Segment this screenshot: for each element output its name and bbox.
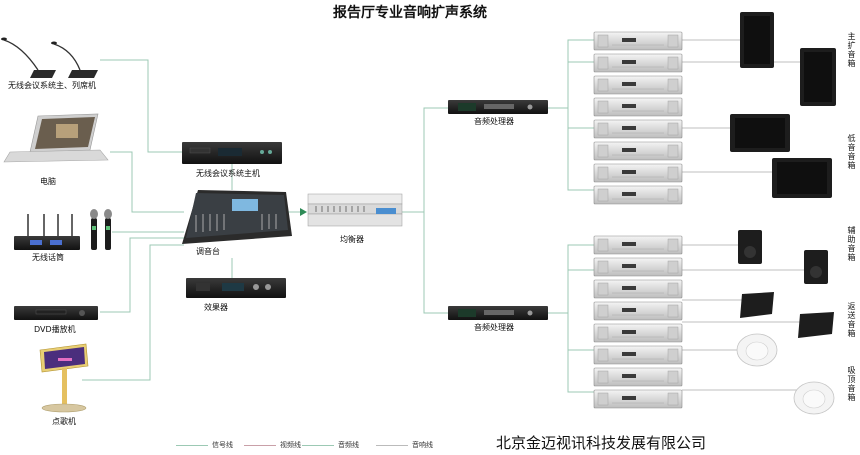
amplifier-unit <box>593 389 683 409</box>
label-karaoke: 点歌机 <box>52 417 76 426</box>
amplifier-unit <box>593 323 683 343</box>
speaker-cables <box>682 39 805 391</box>
amplifier-rack-top <box>593 31 683 205</box>
legend-video: 视频线 <box>280 441 301 449</box>
label-monitor-speakers: 返送音箱 <box>847 302 856 338</box>
amplifier-unit <box>593 75 683 95</box>
label-mixer: 调音台 <box>196 247 220 256</box>
label-wireless-mic: 无线话筒 <box>32 253 64 262</box>
monitor-speaker-icon <box>740 292 834 338</box>
amplifier-unit <box>593 141 683 161</box>
amplifier-unit <box>593 31 683 51</box>
connection-lines <box>82 39 594 393</box>
effects-unit-icon <box>186 278 286 298</box>
amplifier-unit <box>593 257 683 277</box>
amplifier-unit <box>593 185 683 205</box>
amplifier-unit <box>593 279 683 299</box>
legend-speaker: 音响线 <box>412 441 433 449</box>
amplifier-unit <box>593 301 683 321</box>
legend-line-signal <box>176 445 208 446</box>
amplifier-unit <box>593 163 683 183</box>
label-computer: 电脑 <box>40 177 56 186</box>
conference-mic-icon <box>1 37 98 78</box>
label-main-speakers: 主扩音箱 <box>847 32 856 68</box>
dvd-player-icon <box>14 306 98 320</box>
karaoke-kiosk-icon <box>39 343 89 413</box>
label-processor-bottom: 音频处理器 <box>474 323 514 332</box>
legend-line-audio <box>302 445 334 446</box>
equalizer-icon <box>307 193 403 227</box>
arrow-head-icon <box>300 208 307 216</box>
amplifier-unit <box>593 119 683 139</box>
legend-line-speaker <box>376 445 408 446</box>
audio-processor-top-icon <box>448 100 548 114</box>
company-name: 北京金迈视讯科技发展有限公司 <box>496 434 707 452</box>
subwoofer-speaker-icon <box>730 114 832 198</box>
amplifier-rack-bottom <box>593 235 683 409</box>
conference-host-icon <box>182 142 282 164</box>
wireless-mic-icon <box>14 209 112 250</box>
amplifier-unit <box>593 235 683 255</box>
legend-line-video <box>244 445 276 446</box>
diagram-title: 报告厅专业音响扩声系统 <box>333 5 487 21</box>
legend-signal: 信号线 <box>212 441 233 449</box>
laptop-icon <box>3 113 109 163</box>
label-aux-speakers: 辅助音箱 <box>847 226 856 262</box>
amplifier-unit <box>593 53 683 73</box>
mixer-icon <box>182 190 292 244</box>
amplifier-unit <box>593 97 683 117</box>
label-dvd: DVD播放机 <box>34 325 76 334</box>
main-speaker-icon <box>740 12 836 106</box>
amplifier-unit <box>593 367 683 387</box>
label-ceiling-speakers: 吸顶音箱 <box>847 366 856 402</box>
legend-audio: 音频线 <box>338 441 359 449</box>
label-conference-host: 无线会议系统主机 <box>196 169 260 178</box>
amplifier-unit <box>593 345 683 365</box>
label-effects: 效果器 <box>204 303 228 312</box>
aux-speaker-icon <box>738 230 828 284</box>
label-subwoofers: 低音音箱 <box>847 134 856 170</box>
label-conference-mics: 无线会议系统主、列席机 <box>8 81 96 90</box>
label-equalizer: 均衡器 <box>340 235 364 244</box>
label-processor-top: 音频处理器 <box>474 117 514 126</box>
audio-processor-bottom-icon <box>448 306 548 320</box>
ceiling-speaker-icon <box>736 333 835 415</box>
